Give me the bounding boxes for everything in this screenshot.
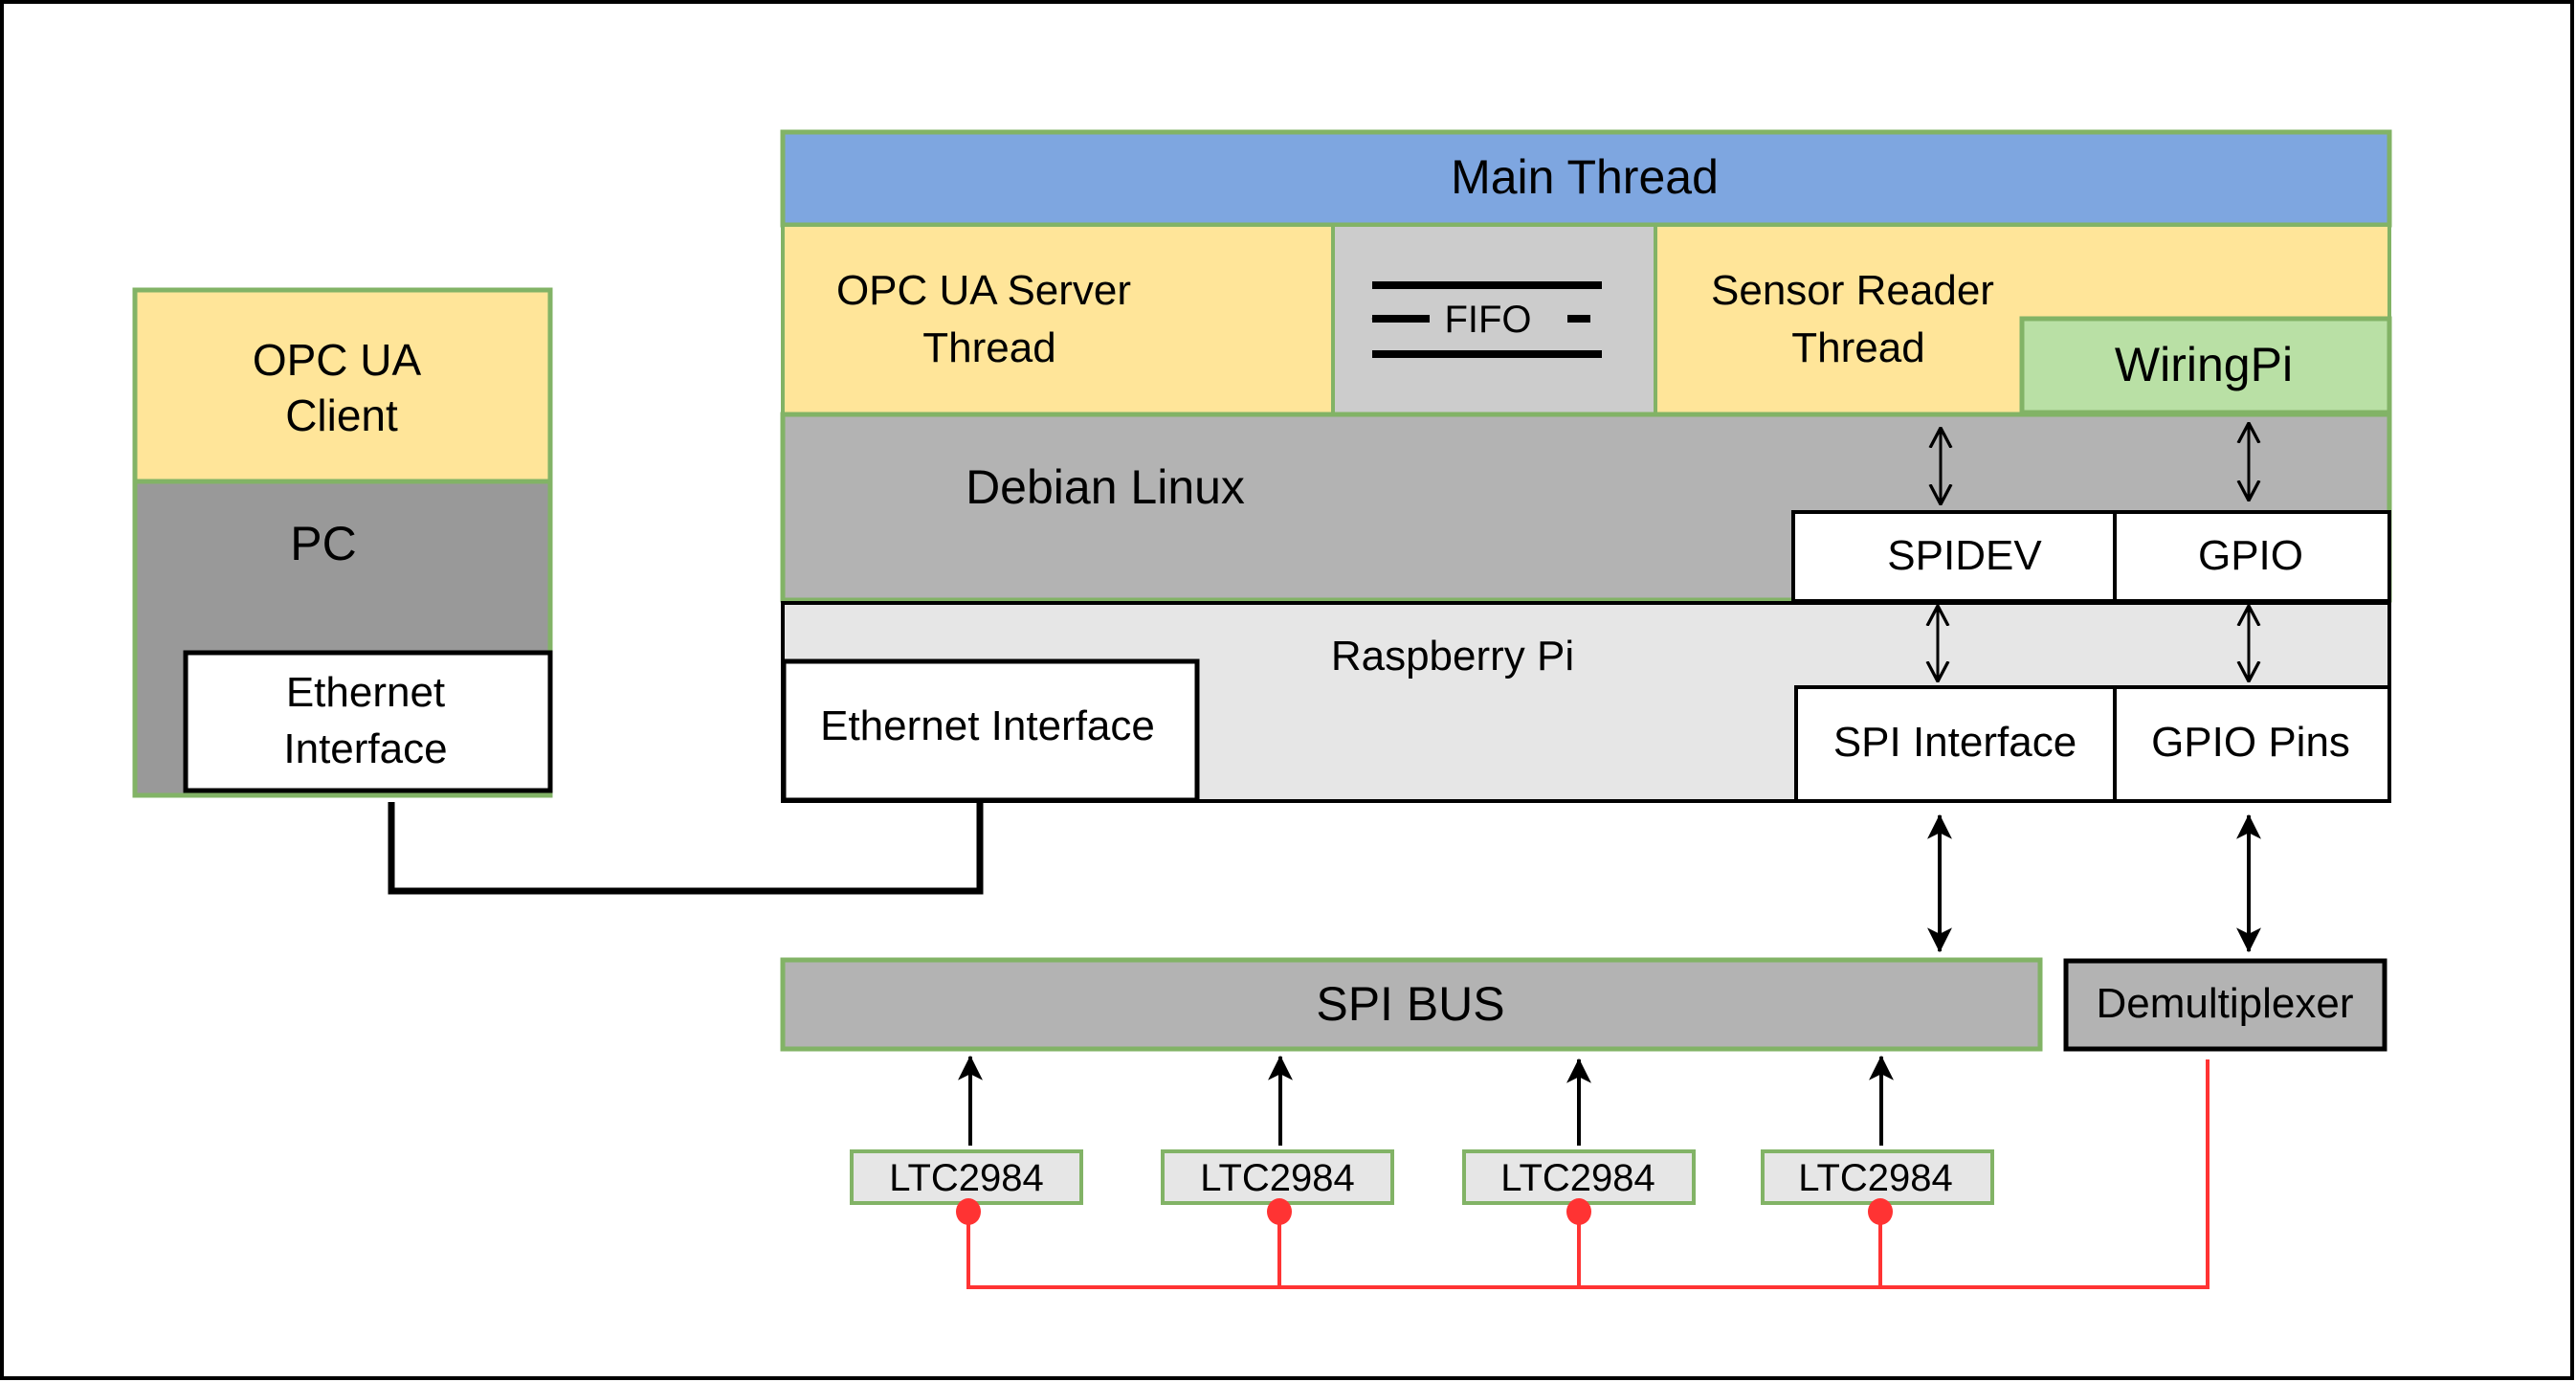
chip-select-line [966, 1059, 2210, 1289]
opc-ua-server-label-1: OPC UA Server [836, 267, 1131, 314]
ltc2984-label: LTC2984 [1500, 1157, 1655, 1199]
ltc2984-label: LTC2984 [889, 1157, 1044, 1199]
ltc2984-sensor: LTC2984 [1761, 1055, 1994, 1225]
peripherals: SPI BUS Demultiplexer LTC2984 LTC2984 LT… [780, 814, 2387, 1289]
wiringpi-label: WiringPi [2115, 338, 2293, 391]
ethernet-cable [388, 802, 984, 895]
chip-select-dot [1566, 1198, 1591, 1225]
debian-linux-label: Debian Linux [966, 460, 1245, 514]
opc-ua-server-thread-box [781, 223, 1335, 416]
ltc2984-sensor: LTC2984 [850, 1055, 1083, 1225]
ltc2984-sensor: LTC2984 [1462, 1058, 1696, 1225]
ltc2984-label: LTC2984 [1798, 1157, 1953, 1199]
pc-ethernet-label-2: Interface [283, 725, 447, 772]
opc-ua-client-label-1: OPC UA [253, 335, 422, 385]
opc-ua-client-label-2: Client [285, 390, 398, 440]
gpio-box [2113, 510, 2391, 603]
chip-select-dot [956, 1198, 981, 1225]
spidev-box [1791, 510, 2117, 603]
rpi-ethernet-label: Ethernet Interface [820, 702, 1155, 749]
gpio-pins-label: GPIO Pins [2151, 719, 2350, 766]
ltc2984-label: LTC2984 [1200, 1157, 1355, 1199]
gpio-label: GPIO [2198, 532, 2303, 579]
ltc2984-box [1761, 1149, 1994, 1205]
main-thread-label: Main Thread [1451, 150, 1719, 204]
spidev-label: SPIDEV [1887, 532, 2042, 579]
wiringpi-box [2019, 316, 2392, 415]
raspberry-pi-stack: Main Thread OPC UA Server Thread FIFO Se… [780, 129, 2392, 803]
demultiplexer-box [2063, 958, 2387, 1052]
spi-interface-box [1794, 685, 2117, 803]
opc-ua-client-box [132, 287, 553, 484]
rpi-ethernet-interface [781, 658, 1200, 803]
demultiplexer-label: Demultiplexer [2097, 980, 2354, 1027]
chip-select-dot [1868, 1198, 1893, 1225]
spi-bus-box [780, 957, 2043, 1052]
pc-ethernet-interface [183, 650, 553, 793]
raspberry-pi-label: Raspberry Pi [1331, 633, 1574, 680]
pc-label: PC [290, 517, 356, 570]
sensor-reader-label-2: Thread [1791, 324, 1924, 371]
pc-block: OPC UA Client PC Ethernet Interface [132, 287, 553, 798]
spi-bus-label: SPI BUS [1316, 977, 1504, 1031]
pc-ethernet-label-1: Ethernet [286, 669, 445, 716]
chip-select-dot [1267, 1198, 1292, 1225]
fifo-label: FIFO [1444, 299, 1531, 341]
sensor-reader-label-1: Sensor Reader [1711, 267, 1994, 314]
ltc2984-box [1161, 1149, 1394, 1205]
opc-ua-server-label-2: Thread [922, 324, 1055, 371]
gpio-pins-box [2113, 685, 2391, 803]
spi-interface-label: SPI Interface [1833, 719, 2076, 766]
ltc2984-box [1462, 1149, 1696, 1205]
ltc2984-sensor: LTC2984 [1161, 1055, 1394, 1225]
